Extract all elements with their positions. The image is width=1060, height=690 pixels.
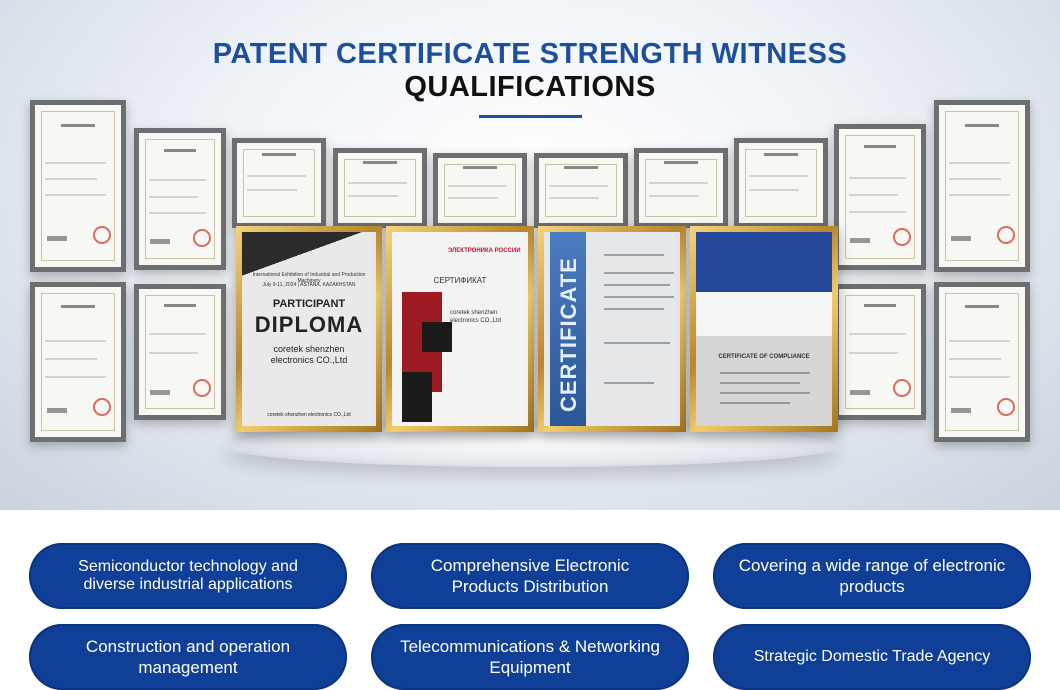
russian-certificate: ЭЛЕКТРОНИКА РОССИИ СЕРТИФИКАТ coretek sh… (386, 226, 534, 432)
ce-certificate: CERTIFICATE (538, 226, 686, 432)
pill-trade-agency: Strategic Domestic Trade Agency (713, 624, 1031, 690)
ce-cert-band-text: CERTIFICATE (556, 257, 581, 412)
patent-certificate (834, 284, 926, 420)
pill-distribution: Comprehensive Electronic Products Distri… (371, 543, 689, 609)
patent-certificate (534, 153, 628, 228)
pill-electronic-products: Covering a wide range of electronic prod… (713, 543, 1031, 609)
patent-certificate (30, 100, 126, 272)
capabilities-section: Semiconductor technology and diverse ind… (0, 510, 1060, 690)
patent-certificate (333, 148, 427, 228)
russian-cert-heading: СЕРТИФИКАТ (433, 276, 487, 285)
diploma-footer: coretek shenzhen electronics CO.,Ltd (267, 412, 351, 418)
patent-certificate (734, 138, 828, 228)
patent-certificate (30, 282, 126, 442)
russian-cert-company: coretek shenzhen electronics CO.,Ltd (450, 310, 502, 324)
diploma-company-line1: coretek shenzhen (273, 344, 345, 354)
patent-certificate (232, 138, 326, 228)
compliance-certificate: CERTIFICATE OF COMPLIANCE (690, 226, 838, 432)
compliance-heading: CERTIFICATE OF COMPLIANCE (718, 354, 810, 360)
pill-construction: Construction and operation management (29, 624, 347, 690)
pill-semiconductor: Semiconductor technology and diverse ind… (29, 543, 347, 609)
diploma-company-line2: electronics CO.,Ltd (270, 355, 348, 365)
russian-cert-logo: ЭЛЕКТРОНИКА РОССИИ (448, 248, 521, 254)
page-title: PATENT CERTIFICATE STRENGTH WITNESS (212, 38, 848, 70)
patent-certificate (134, 128, 226, 270)
title-underline (479, 115, 582, 118)
diploma-event: International Exhibition of Industrial a… (252, 272, 366, 284)
patent-certificate (934, 100, 1030, 272)
patent-certificate (634, 148, 728, 228)
diploma-participant: PARTICIPANT (272, 298, 346, 310)
pill-telecommunications: Telecommunications & Networking Equipmen… (371, 624, 689, 690)
diploma-certificate: International Exhibition of Industrial a… (236, 226, 382, 432)
hero-banner: PATENT CERTIFICATE STRENGTH WITNESS QUAL… (0, 0, 1060, 510)
display-stage (225, 425, 840, 467)
patent-certificate (433, 153, 527, 228)
patent-certificate (934, 282, 1030, 442)
diploma-dates: July 9-11, 2024 | ASTANA, KAZAKHSTAN (262, 282, 356, 288)
page-subtitle: QUALIFICATIONS (404, 71, 656, 103)
diploma-title: DIPLOMA (254, 312, 364, 337)
patent-certificate (834, 124, 926, 270)
patent-certificate (134, 284, 226, 420)
